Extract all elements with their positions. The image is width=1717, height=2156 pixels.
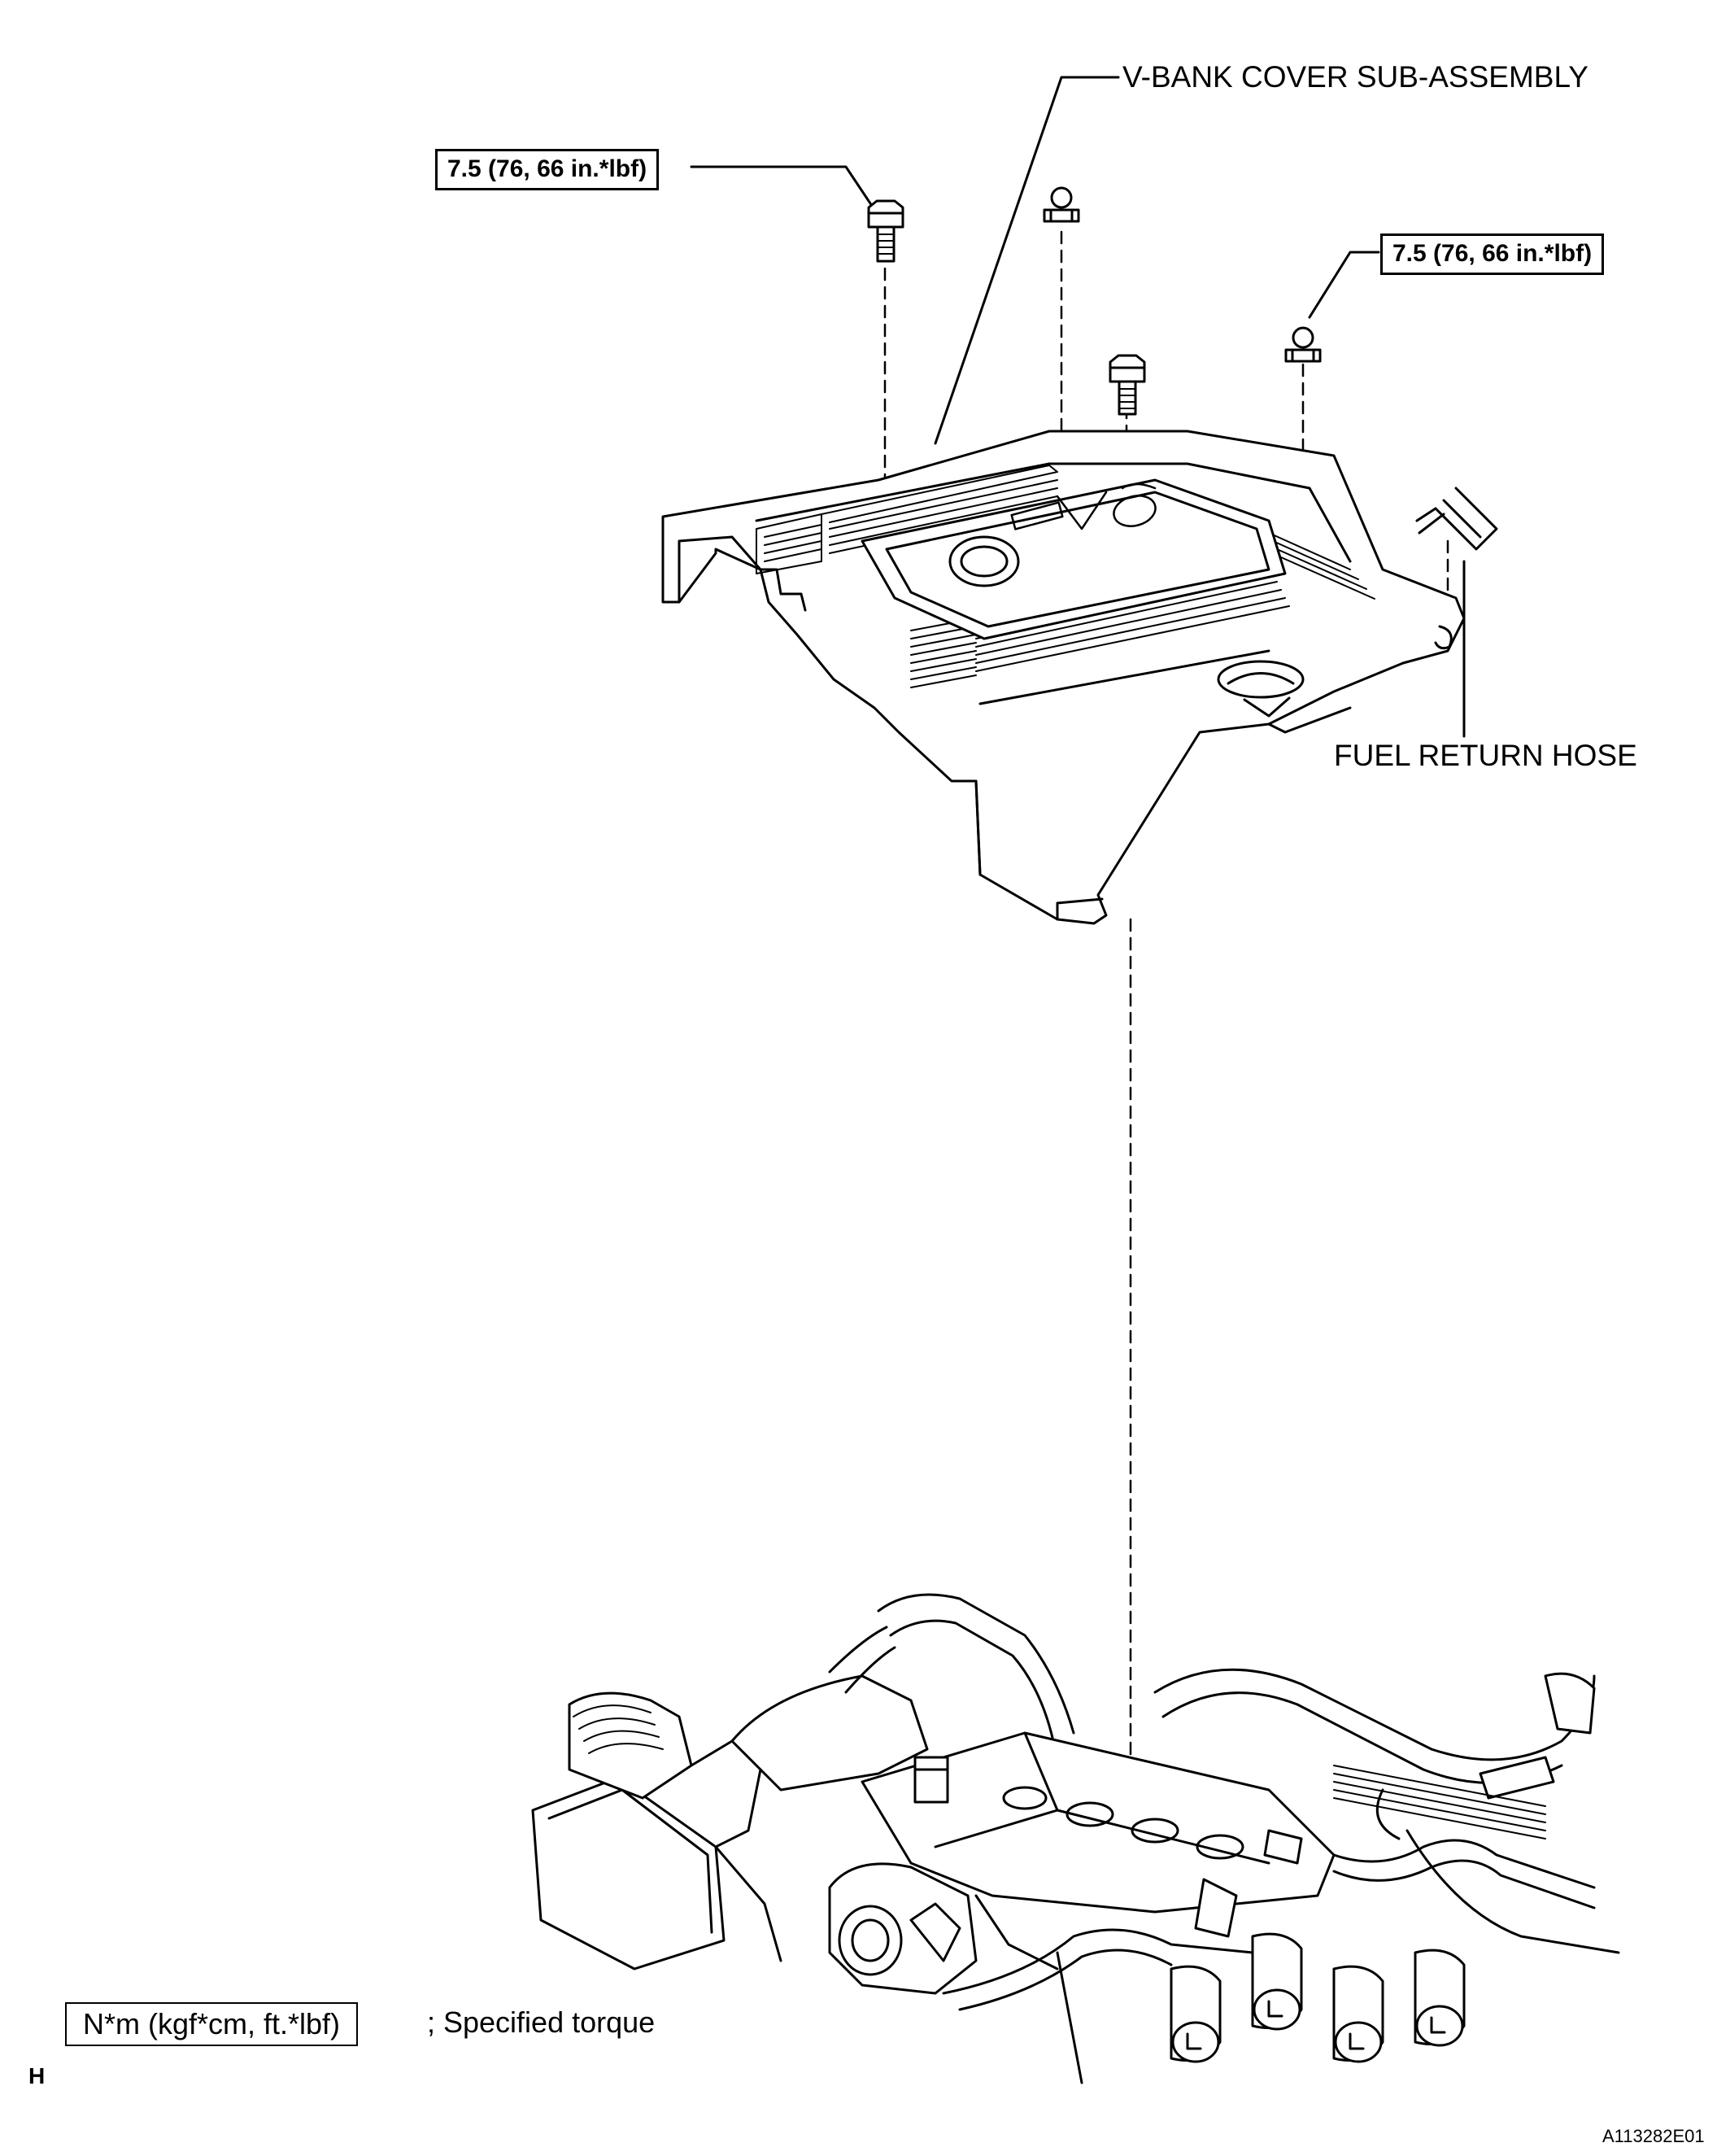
engine-drawing xyxy=(531,1593,1620,2084)
nut-right-icon xyxy=(1284,326,1322,363)
torque-label-right: 7.5 (76, 66 in.*lbf) xyxy=(1380,233,1605,275)
fuel-return-hose-label: FUEL RETURN HOSE xyxy=(1334,739,1637,772)
nut-top-icon xyxy=(1043,186,1080,223)
ignition-coils-icon xyxy=(1170,1932,1466,2063)
torque-unit-legend-box: N*m (kgf*cm, ft.*lbf) xyxy=(65,2002,359,2046)
bolt-left-icon xyxy=(867,199,904,263)
torque-label-left: 7.5 (76, 66 in.*lbf) xyxy=(435,149,660,190)
v-bank-cover-label: V-BANK COVER SUB-ASSEMBLY xyxy=(1122,60,1588,94)
torque-legend-description: ; Specified torque xyxy=(427,2005,656,2039)
figure-id: A113282E01 xyxy=(1602,2126,1705,2146)
leader-lines xyxy=(690,76,1466,738)
page-section-letter: H xyxy=(28,2063,46,2088)
fuel-return-hose-icon xyxy=(1415,487,1498,551)
v6-emblem-icon xyxy=(1010,482,1157,530)
v-bank-cover-drawing xyxy=(661,430,1466,925)
bolt-center-icon xyxy=(1109,354,1146,416)
